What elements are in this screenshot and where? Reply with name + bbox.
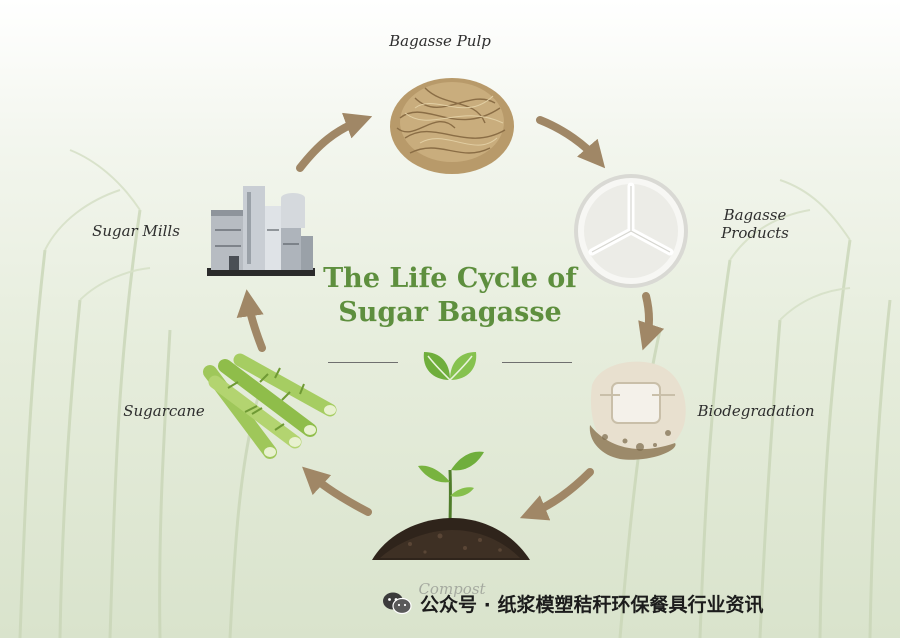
arrow-products-to-biodegradation [638, 292, 665, 351]
sugar-mill-factory-image [207, 186, 315, 276]
wechat-icon [383, 592, 412, 615]
stage-label-compost: Compost [418, 580, 486, 598]
stage-label-bagasse-products-line2: Products [721, 224, 789, 242]
compartment-plate-image [574, 174, 688, 288]
title-divider-left [328, 362, 398, 363]
stage-label-sugarcane: Sugarcane [123, 402, 205, 420]
arrow-compost-to-sugarcane [302, 466, 372, 516]
stage-label-bagasse-products-line1: Bagasse [723, 206, 787, 224]
stage-label-sugar-mills: Sugar Mills [92, 222, 180, 240]
compost-soil-seedling-image [372, 451, 530, 560]
sugarcane-stalks-image [203, 353, 337, 459]
title-divider-right [502, 362, 572, 363]
arrow-pulp-to-products [536, 116, 606, 169]
arrow-mills-to-pulp [296, 112, 373, 172]
twin-leaves-icon [423, 352, 477, 381]
arrow-sugarcane-to-mills [236, 289, 266, 352]
diagram-title-line1: The Life Cycle of [323, 263, 577, 294]
degrading-container-image [589, 361, 686, 460]
arrow-biodegradation-to-compost [519, 468, 594, 521]
wechat-account-text: 公众号 · 纸浆模塑秸秆环保餐具行业资讯 [420, 593, 764, 616]
diagram-title: The Life Cycle of Sugar Bagasse [300, 262, 600, 330]
wechat-account-watermark: 公众号 · 纸浆模塑秸秆环保餐具行业资讯 [382, 590, 763, 616]
stage-label-biodegradation: Biodegradation [697, 402, 815, 420]
stage-label-bagasse-pulp: Bagasse Pulp [389, 32, 491, 50]
diagram-title-line2: Sugar Bagasse [338, 297, 562, 328]
stage-label-bagasse-products: Bagasse Products [712, 206, 798, 242]
bagasse-pulp-image [390, 78, 514, 174]
